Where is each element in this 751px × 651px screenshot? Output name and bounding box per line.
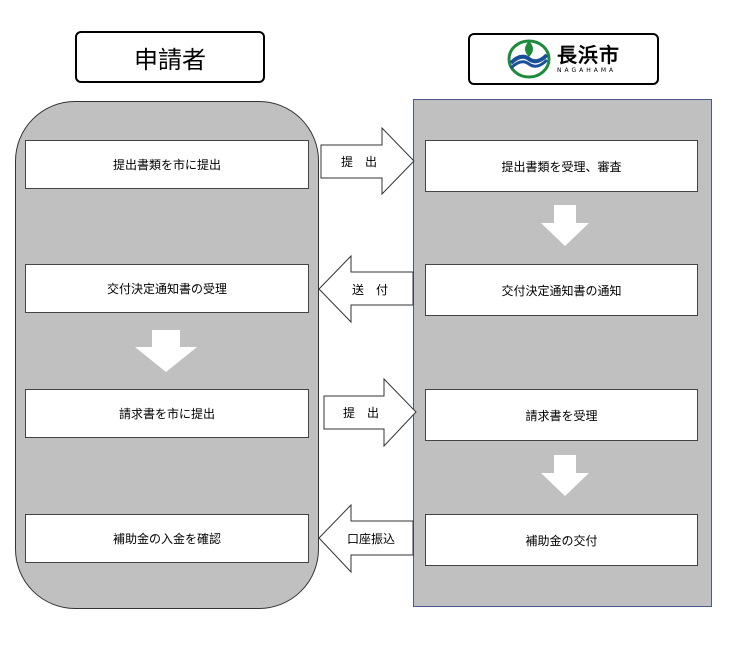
submit-arrow-1-label: 提 出 bbox=[341, 154, 377, 169]
transfer-arrow bbox=[318, 503, 414, 574]
applicant-step-submit-invoice: 請求書を市に提出 bbox=[25, 389, 309, 438]
send-arrow bbox=[318, 254, 414, 324]
city-step-receive-review: 提出書類を受理、審査 bbox=[425, 140, 698, 192]
submit-arrow-2-label: 提 出 bbox=[343, 405, 379, 420]
applicant-header: 申請者 bbox=[75, 31, 265, 83]
transfer-arrow-label: 口座振込 bbox=[347, 531, 395, 546]
step-label: 補助金の入金を確認 bbox=[112, 532, 221, 546]
down-arrow-city-1 bbox=[541, 205, 589, 246]
city-logo: 長浜市 NAGAHAMA bbox=[507, 39, 620, 79]
submit-arrow-2 bbox=[323, 377, 417, 448]
applicant-step-submit-documents: 提出書類を市に提出 bbox=[25, 140, 309, 189]
down-arrow-city-2 bbox=[541, 455, 589, 496]
step-label: 提出書類を市に提出 bbox=[112, 158, 221, 172]
city-name-romaji: NAGAHAMA bbox=[557, 66, 617, 74]
step-label: 交付決定通知書の通知 bbox=[501, 283, 622, 298]
step-label: 請求書を市に提出 bbox=[118, 407, 215, 421]
down-arrow-applicant bbox=[135, 330, 197, 372]
city-step-send-notice: 交付決定通知書の通知 bbox=[425, 264, 698, 316]
city-step-receive-invoice: 請求書を受理 bbox=[425, 389, 698, 441]
applicant-title: 申請者 bbox=[134, 45, 206, 74]
city-header: 長浜市 NAGAHAMA bbox=[468, 33, 659, 85]
submit-arrow-1 bbox=[320, 126, 415, 196]
send-arrow-label: 送 付 bbox=[352, 282, 388, 297]
step-label: 補助金の交付 bbox=[525, 533, 598, 548]
city-step-grant-subsidy: 補助金の交付 bbox=[425, 514, 698, 566]
applicant-step-confirm-payment: 補助金の入金を確認 bbox=[25, 514, 309, 563]
nagahama-emblem-icon bbox=[507, 39, 551, 79]
step-label: 提出書類を受理、審査 bbox=[501, 159, 622, 174]
applicant-step-receive-notice: 交付決定通知書の受理 bbox=[25, 264, 309, 313]
city-name: 長浜市 bbox=[557, 42, 620, 67]
step-label: 請求書を受理 bbox=[525, 408, 598, 423]
step-label: 交付決定通知書の受理 bbox=[106, 282, 227, 296]
